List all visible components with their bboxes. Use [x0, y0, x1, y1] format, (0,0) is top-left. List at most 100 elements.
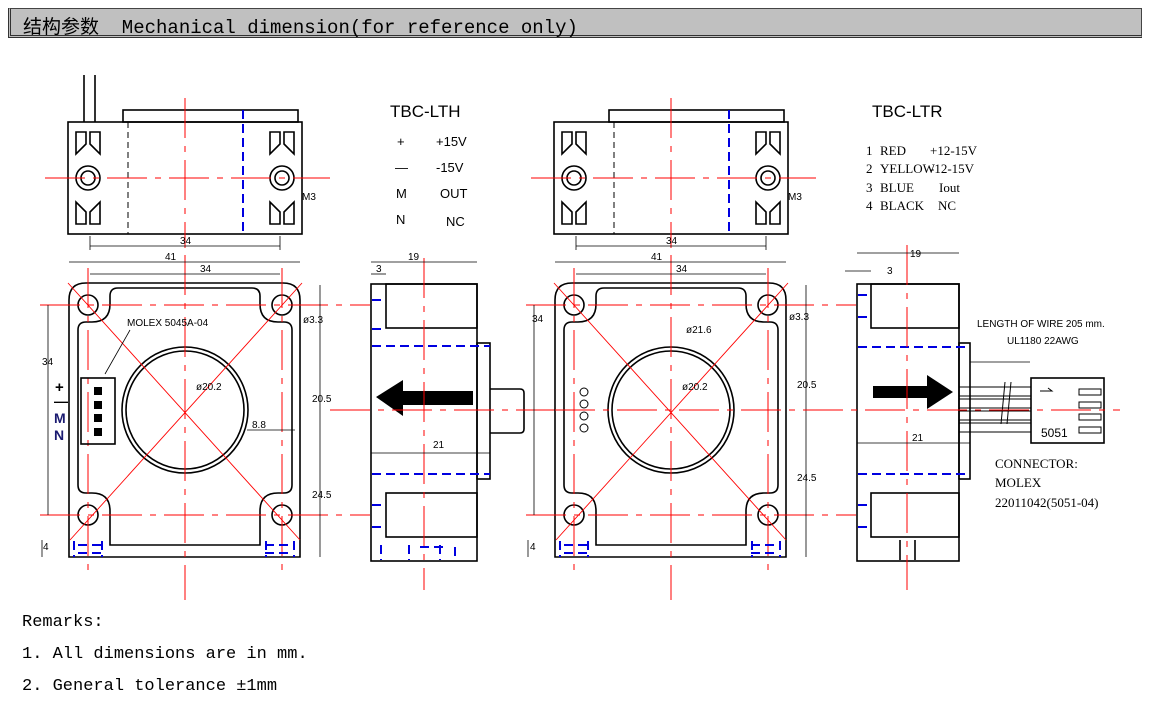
drawing-label: 21: [433, 440, 445, 451]
drawing-line: [873, 375, 953, 409]
drawing-label: 34: [532, 314, 544, 325]
drawing-label: 34: [42, 357, 54, 368]
drawing-label: 4: [866, 198, 873, 213]
drawing-line: [525, 254, 857, 601]
drawing-line: [579, 411, 589, 421]
drawing-label: MOLEX: [995, 475, 1042, 490]
drawing-label: 34: [666, 236, 678, 247]
drawing-line: [579, 387, 589, 397]
drawing-label: 24.5: [797, 473, 817, 484]
drawing-label: 4: [43, 542, 49, 553]
drawing-label: N: [54, 427, 64, 443]
drawing-label: M3: [788, 192, 802, 203]
drawing-line: [858, 294, 970, 528]
drawing-label: —: [395, 160, 408, 175]
drawing-label: N: [396, 212, 405, 227]
drawing-label: 5051: [1041, 426, 1068, 440]
drawing-label: 20.5: [312, 394, 332, 405]
drawing-label: RED: [880, 143, 906, 158]
drawing-label: CONNECTOR:: [995, 456, 1078, 471]
drawing-line: [372, 299, 490, 560]
drawing-label: 20.5: [797, 380, 817, 391]
remarks-title: Remarks:: [22, 613, 104, 632]
drawing-line: [104, 329, 131, 375]
drawing-label: LENGTH OF WIRE 205 mm.: [977, 319, 1105, 330]
drawing-label: M3: [302, 192, 316, 203]
remark-item: 2. General tolerance ±1mm: [22, 677, 278, 696]
drawing-line: [94, 428, 102, 436]
section-header: 结构参数 Mechanical dimension(for reference …: [8, 8, 1142, 39]
drawing-line: [579, 423, 589, 433]
lth-front-view: MOLEX 5045A-04 ø20.2 8.8 41 34 ø3.3 34 2…: [39, 252, 371, 601]
drawing-label: 3: [887, 266, 893, 277]
drawing-line: [1078, 401, 1102, 409]
drawing-label: 1: [866, 143, 873, 158]
model-title-lth: TBC-LTH: [390, 102, 461, 121]
ltr-top-view: 34 M3: [530, 97, 817, 251]
drawing-label: 24.5: [312, 490, 332, 501]
drawing-label: 2: [866, 161, 873, 176]
drawing-line: [530, 97, 817, 251]
drawing-label: 22011042(5051-04): [995, 495, 1099, 510]
ltr-side-view: 5051 19 3 21 LENGTH OF WIRE 205 mm. UL11…: [555, 245, 1120, 590]
drawing-line: [1078, 426, 1102, 434]
drawing-line: [1078, 388, 1102, 396]
drawing-label: M: [396, 186, 407, 201]
drawing-label: 3: [866, 180, 873, 195]
lth-pin-list: + +15V — -15V M OUT N NC: [395, 134, 468, 229]
drawing-line: 1 RED +12-15V 2 YELLOW-12-15V 3 BLUE Iout 4 BL…: [866, 143, 978, 213]
remark-item: 1. All dimensions are in mm.: [22, 645, 308, 664]
drawing-label: M: [54, 410, 66, 426]
drawing-line: [94, 387, 102, 395]
drawing-line: [490, 388, 525, 434]
drawing-line: [385, 283, 478, 329]
drawing-line: [80, 377, 116, 445]
drawing-line: [94, 414, 102, 422]
drawing-label: +12-15V: [930, 143, 978, 158]
drawing-label: 3: [376, 264, 382, 275]
drawing-label: 8.8: [252, 420, 266, 431]
section-title: 结构参数 Mechanical dimension(for reference …: [23, 17, 578, 39]
drawing-label: 41: [651, 252, 663, 263]
drawing-label: 4: [530, 542, 536, 553]
drawing-line: [39, 254, 371, 601]
drawing-label: +15V: [436, 134, 467, 149]
drawing-line: [856, 283, 960, 562]
drawing-label: ø3.3: [303, 315, 323, 326]
drawing-label: OUT: [440, 186, 468, 201]
drawing-line: [476, 342, 491, 480]
drawing-line: [959, 386, 1031, 433]
connector-label: MOLEX 5045A-04: [127, 318, 209, 329]
drawing-label: -12-15V: [930, 161, 975, 176]
drawing-label: +: [397, 134, 405, 149]
drawing-label: 19: [910, 249, 922, 260]
drawing-label: -15V: [436, 160, 464, 175]
drawing-line: [870, 492, 960, 538]
drawing-line: [1000, 381, 1012, 425]
drawing-label: 41: [165, 252, 177, 263]
drawing-line: [44, 97, 331, 251]
drawing-label: +: [55, 379, 64, 396]
drawing-label: YELLOW: [880, 161, 936, 176]
drawing-label: Iout: [939, 180, 960, 195]
drawing-line: [870, 283, 960, 329]
drawing-label: ø20.2: [196, 382, 222, 393]
drawing-label: 21: [912, 433, 924, 444]
model-title-ltr: TBC-LTR: [872, 102, 943, 121]
drawing-label: —: [54, 393, 68, 409]
lth-top-view: 34 M3: [44, 75, 331, 251]
drawing-label: 34: [200, 264, 212, 275]
drawing-label: NC: [446, 214, 465, 229]
drawing-line: [94, 401, 102, 409]
drawing-label: 34: [676, 264, 688, 275]
drawing-line: [385, 492, 478, 538]
drawing-label: BLUE: [880, 180, 914, 195]
drawing-line: [899, 540, 916, 560]
drawing-label: ø21.6: [686, 325, 712, 336]
drawing-line: [579, 399, 589, 409]
drawing-line: [1040, 387, 1054, 392]
drawing-label: UL1180 22AWG: [1007, 336, 1079, 347]
drawing-label: BLACK: [880, 198, 925, 213]
drawing-label: NC: [938, 198, 956, 213]
